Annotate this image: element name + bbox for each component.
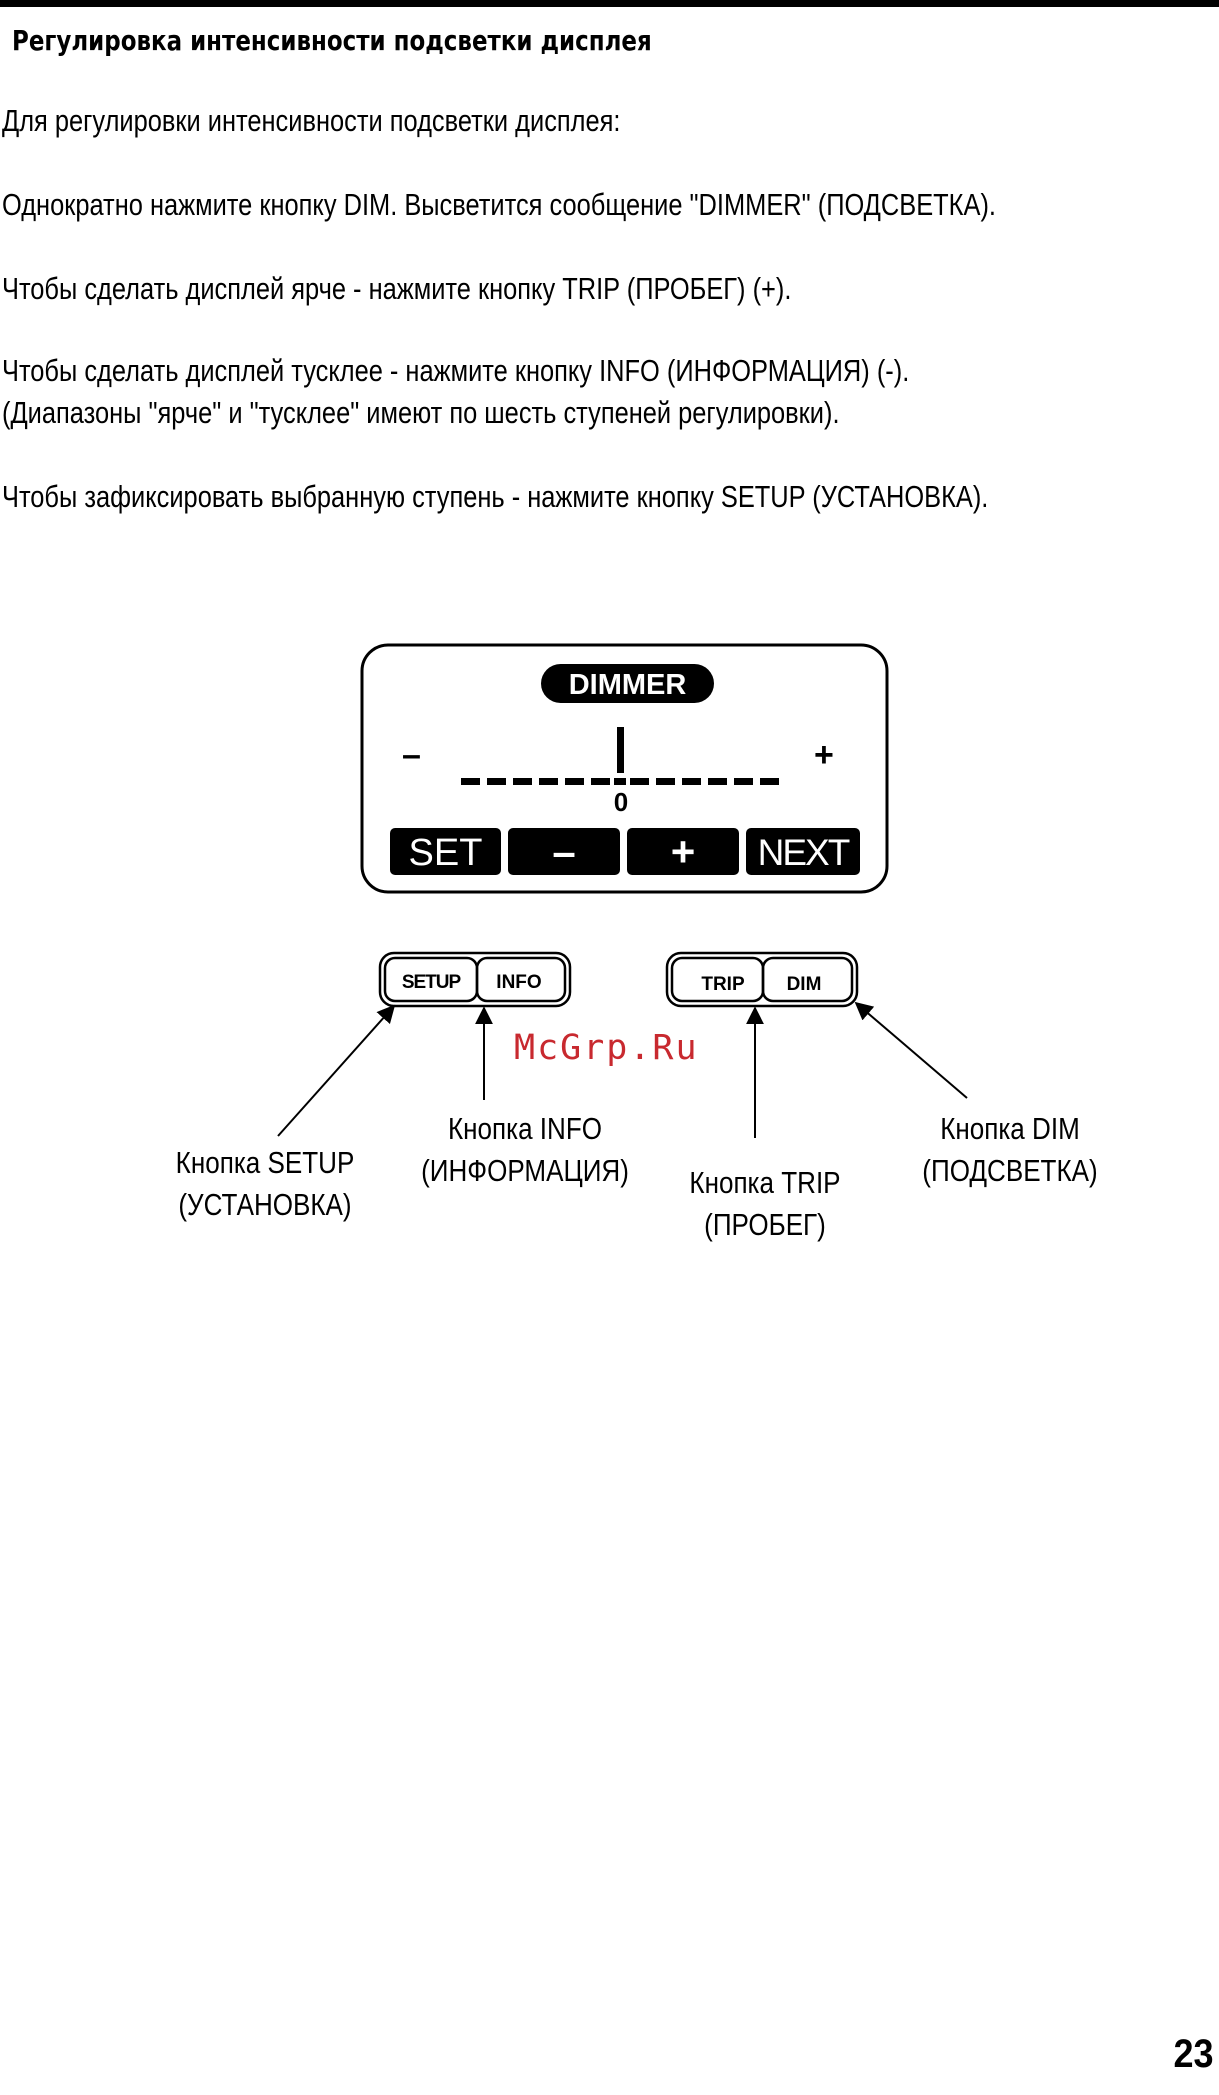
info-button: [475, 956, 567, 1003]
level-step-dim: [565, 778, 584, 785]
level-step-dim: [461, 778, 480, 785]
level-step-bright: [760, 778, 779, 785]
softkey-next: [746, 828, 860, 875]
paragraph-range-note: (Диапазоны "ярче" и "тусклее" имеют по ш…: [2, 395, 840, 430]
level-minus-sign: –: [402, 736, 421, 774]
paragraph-step-brighter: Чтобы сделать дисплей ярче - нажмите кно…: [2, 271, 792, 306]
level-step-center: [614, 778, 626, 785]
lcd-frame: [360, 643, 889, 894]
level-indicator: [617, 727, 624, 773]
zero-mark: 0: [614, 787, 628, 817]
button-group-left-outer: [378, 951, 572, 1008]
level-step-dim: [513, 778, 532, 785]
dim-callout-line: [854, 1001, 968, 1099]
page-number: 23: [1172, 2032, 1213, 2076]
trip-button-label: TRIP: [701, 974, 745, 995]
level-step-bright: [734, 778, 753, 785]
level-step-bright: [682, 778, 701, 785]
info-button-label: INFO: [496, 972, 541, 993]
paragraph-intro: Для регулировки интенсивности подсветки …: [2, 103, 621, 138]
top-rule: [0, 0, 1219, 7]
dim-button: [761, 956, 854, 1003]
trip-callout-line2: (ПРОБЕГ): [704, 1207, 826, 1242]
trip-callout-line1: Кнопка TRIP: [689, 1165, 841, 1200]
softkey-next-label: NEXT: [758, 832, 850, 873]
level-step-bright: [630, 778, 649, 785]
softkey-set: [390, 828, 501, 875]
softkey-minus-label: –: [552, 828, 575, 875]
info-callout-line1: Кнопка INFO: [447, 1111, 603, 1146]
setup-callout-line2: (УСТАНОВКА): [178, 1187, 352, 1222]
dim-callout-line2: (ПОДСВЕТКА): [922, 1153, 1098, 1188]
level-step-bright: [656, 778, 675, 785]
level-step-dim: [487, 778, 506, 785]
trip-callout: Кнопка TRIP (ПРОБЕГ): [673, 1162, 858, 1246]
level-step-dim: [539, 778, 558, 785]
paragraph-step-dimmer: Чтобы сделать дисплей тусклее - нажмите …: [2, 353, 910, 388]
setup-callout-line1: Кнопка SETUP: [175, 1145, 355, 1180]
brightness-level-scale: [461, 778, 779, 785]
softkey-plus-label: +: [671, 828, 696, 875]
info-callout-line2: (ИНФОРМАЦИЯ): [421, 1153, 629, 1188]
setup-callout-line: [277, 1004, 396, 1137]
dim-callout-line1: Кнопка DIM: [940, 1111, 1080, 1146]
level-step-bright: [708, 778, 727, 785]
button-group-right-outer: [665, 951, 859, 1008]
level-step-dim: [591, 778, 610, 785]
paragraph-step-setup: Чтобы зафиксировать выбранную ступень - …: [2, 479, 989, 514]
level-plus-sign: +: [814, 736, 834, 774]
setup-callout: Кнопка SETUP (УСТАНОВКА): [168, 1142, 361, 1226]
dim-callout: Кнопка DIM (ПОДСВЕТКА): [913, 1108, 1106, 1192]
dim-button-label: DIM: [787, 974, 822, 995]
paragraph-step-dim: Однократно нажмите кнопку DIM. Высветитс…: [2, 187, 996, 222]
section-heading: Регулировка интенсивности подсветки дисп…: [12, 24, 652, 57]
softkey-plus: [627, 828, 739, 875]
setup-button-label: SETUP: [402, 972, 462, 993]
dimmer-badge-label: DIMMER: [569, 669, 687, 701]
dimmer-badge: [541, 664, 714, 703]
softkey-minus: [508, 828, 620, 875]
watermark: McGrp.Ru: [514, 1028, 699, 1068]
softkey-set-label: SET: [409, 832, 483, 874]
info-callout: Кнопка INFO (ИНФОРМАЦИЯ): [416, 1108, 634, 1192]
